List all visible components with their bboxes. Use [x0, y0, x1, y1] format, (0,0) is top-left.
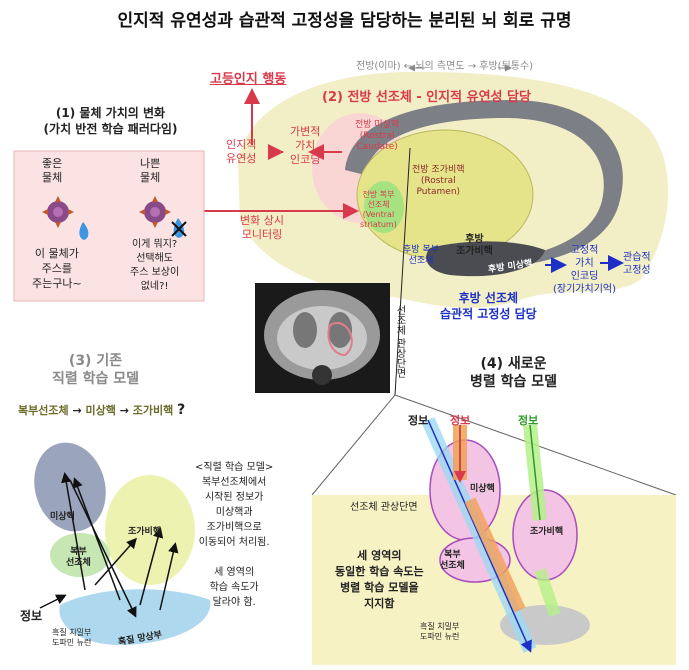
p4-ventral-label: 복부 선조체 — [440, 550, 465, 572]
bad-object-label: 나쁜 물체 — [140, 157, 160, 185]
p4-info-1: 정보 — [408, 412, 428, 428]
caudate-region — [25, 434, 116, 539]
rostral-caudate-label: 전방 미상핵 (Rostral Caudate) — [355, 120, 399, 153]
p4-info-2: 정보 — [450, 412, 470, 428]
posterior-title: 후방 선조체 습관적 고정성 담당 — [440, 290, 537, 322]
p3-ventral-label: 복부 선조체 — [66, 547, 91, 569]
change-monitor-label: 변화 상시 모니터링 — [240, 214, 284, 242]
habitual-label: 관습적 고정성 — [623, 251, 651, 277]
arrow-icon: → — [72, 404, 81, 417]
p3-caudate-label: 미상핵 — [50, 512, 75, 523]
caption-right: 이게 뭐지? 선택해도 주스 보상이 없네?! — [130, 238, 179, 294]
p3-putamen-label: 조가비핵 — [128, 527, 161, 538]
good-object-label: 좋은 물체 — [42, 157, 62, 185]
panel3-title: (3) 기존 직렬 학습 모델 — [52, 352, 139, 388]
cognitive-flexibility-label: 인지적 유연성 — [226, 138, 256, 166]
p3-note: <직렬 학습 모델> 복부선조체에서 시작된 정보가 미상핵과 조가비핵으로 이… — [195, 460, 273, 610]
caption-left: 이 물체가 주스를 주는구나~ — [32, 246, 82, 291]
seq-ventral: 복부선조체 — [18, 404, 69, 417]
anterior-title: (2) 전방 선조체 - 인지적 유연성 담당 — [322, 86, 531, 105]
question-mark: ? — [177, 402, 185, 418]
high-cognition-label: 고등인지 행동 — [210, 68, 286, 87]
fixed-value-label: 고정적 가치 인코딩 (장기가치기억) — [553, 244, 616, 296]
panel1-title: (1) 물체 가치의 변화 (가치 반전 학습 패러다임) — [18, 105, 203, 137]
p4-caudate-label: 미상핵 — [470, 484, 495, 495]
ventral-striatum-label: 전방 복부 선조체 (Ventral striatum) — [360, 190, 397, 230]
seq-putamen: 조가비핵 — [133, 404, 173, 417]
rostral-putamen-label: 전방 조가비핵 (Rostral Putamen) — [412, 165, 465, 198]
posterior-putamen-label: 후방 조가비핵 — [456, 234, 493, 258]
seq-caudate: 미상핵 — [86, 404, 116, 417]
p4-section-label: 선조체 관상단면 — [350, 502, 418, 513]
variable-value-label: 가변적 가치 인코딩 — [290, 125, 320, 167]
posterior-ventral-label: 후방 복부 선조체 — [403, 245, 439, 267]
p3-substantia-label: 흑질 치밀부 도파민 뉴런 — [52, 628, 91, 648]
panel4-title: (4) 새로운 병렬 학습 모델 — [470, 355, 557, 391]
serial-sequence: 복부선조체 → 미상핵 → 조가비핵 ? — [18, 402, 185, 418]
axis-label: 전방(이마) ← 뇌의 측면도 → 후방(뒤통수) — [356, 60, 533, 74]
p3-info-label: 정보 — [20, 607, 42, 624]
p4-info-3: 정보 — [518, 412, 538, 428]
coronal-section-label: 선조체 관상단면 — [394, 305, 405, 378]
p4-substantia-label: 흑질 치밀부 도파민 뉴런 — [420, 622, 459, 642]
p4-statement: 세 영역의 동일한 학습 속도는 병렬 학습 모델을 지지함 — [335, 548, 424, 612]
p4-putamen-label: 조가비핵 — [530, 527, 563, 538]
arrow-icon: → — [120, 404, 129, 417]
